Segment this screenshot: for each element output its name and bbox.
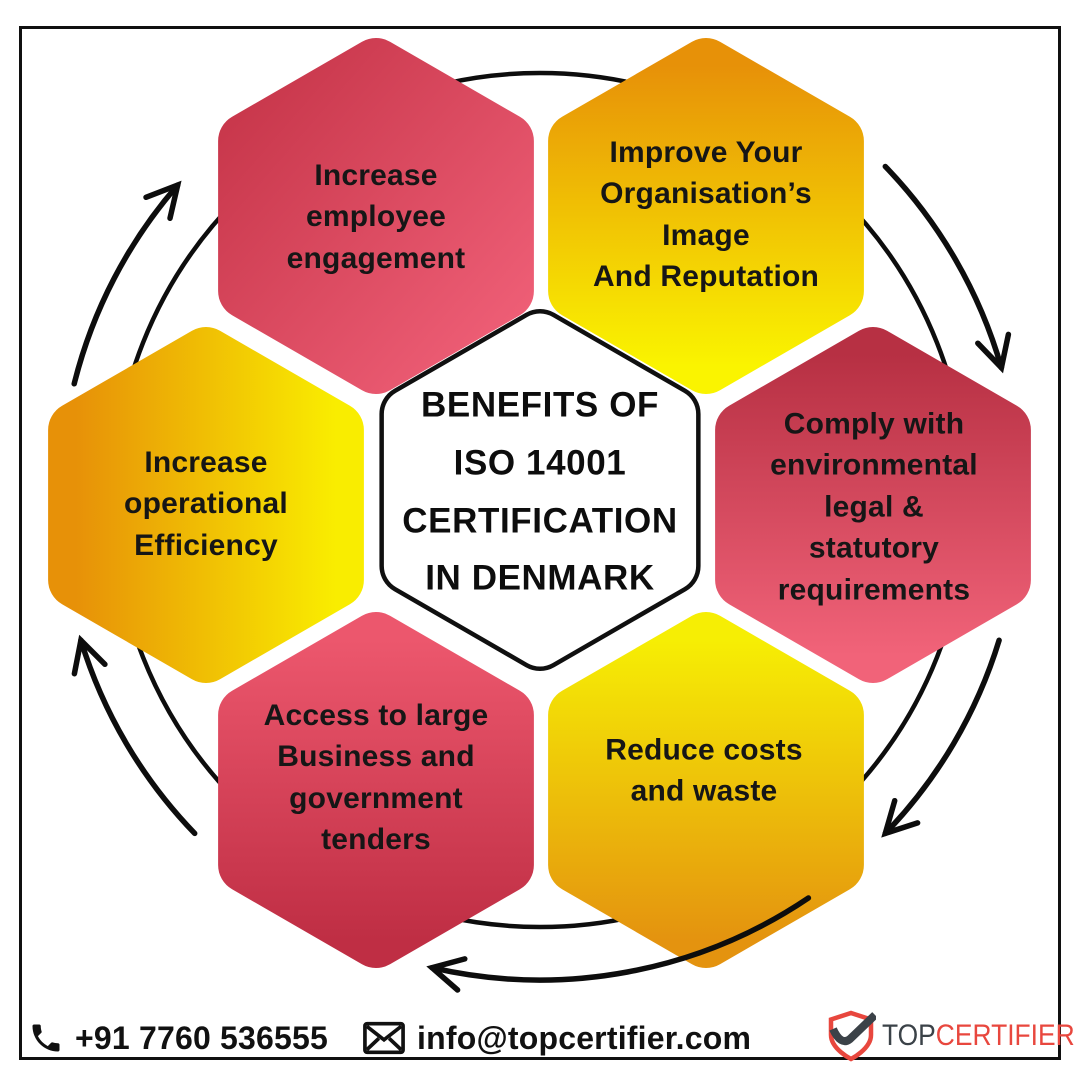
flow-arrow-right-bottom (881, 637, 1002, 838)
hexagon-right (715, 327, 1031, 683)
hexagon-top-left (218, 38, 534, 394)
hexagon-left (48, 327, 364, 683)
flow-arrow-left-bottom (71, 634, 198, 837)
hexagon-top-right (548, 38, 864, 394)
logo-text-certifier: CERTIFIER (935, 1019, 1075, 1052)
hexagon-label-top-right: Improve Your Organisation’s Image And Re… (592, 136, 820, 294)
hexagon-label-bottom-left: Access to large Business and government … (263, 699, 489, 857)
shield-check-icon (828, 1010, 876, 1062)
phone-contact: +91 7760 536555 (28, 1012, 328, 1064)
hexagon-label-top-left: Increase employee engagement (286, 158, 466, 275)
flow-arrow-top-left (71, 180, 182, 387)
hexagon-label-bottom-right: Reduce costs and waste (605, 733, 803, 808)
phone-receiver-icon (32, 1024, 60, 1052)
hexagon-label-left: Increase operational Efficiency (124, 445, 288, 562)
email-address: info@topcertifier.com (417, 1019, 752, 1056)
logo-text-top: TOP (882, 1019, 936, 1052)
logo-text: TOPCERTIFIER (882, 1019, 1075, 1053)
topcertifier-logo: TOPCERTIFIER (826, 1008, 1080, 1064)
phone-number: +91 7760 536555 (75, 1019, 329, 1056)
hexagon-bottom-right (548, 612, 864, 968)
hexagon-label-right: Comply with environmental legal & statut… (770, 407, 978, 607)
email-contact: info@topcertifier.com (362, 1012, 751, 1064)
envelope-icon (363, 1021, 405, 1055)
flow-arrow-right-top (882, 163, 1012, 374)
flow-arrow-bottom (426, 895, 812, 993)
center-hexagon (379, 309, 701, 671)
center-title: BENEFITS OF ISO 14001 CERTIFICATION IN D… (402, 385, 678, 598)
hexagon-bottom-left (218, 612, 534, 968)
